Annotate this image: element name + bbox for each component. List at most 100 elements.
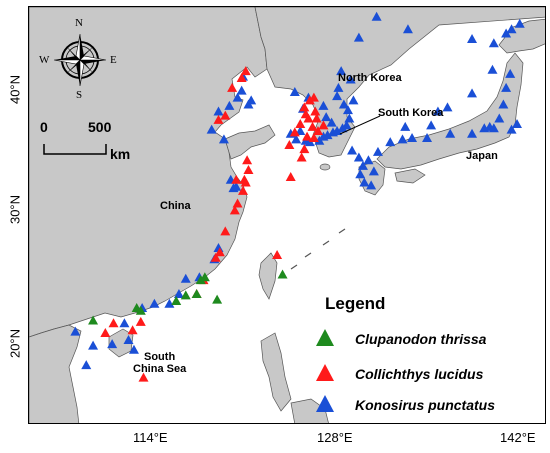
konosirus-marker	[512, 119, 523, 129]
konosirus-marker	[88, 340, 99, 350]
konosirus-marker	[321, 112, 332, 122]
collichthys-marker	[312, 126, 323, 136]
konosirus-marker	[180, 273, 191, 283]
label-japan: Japan	[466, 150, 498, 162]
collichthys-marker	[285, 171, 296, 181]
clupanodon-marker	[171, 295, 182, 305]
compass-e: E	[110, 54, 117, 66]
konosirus-marker	[467, 34, 478, 44]
collichthys-marker	[310, 106, 321, 116]
collichthys-marker	[242, 155, 253, 165]
collichthys-marker	[304, 95, 315, 105]
shandong-peninsula	[224, 124, 276, 160]
jeju-island	[319, 163, 331, 171]
konosirus-marker	[206, 124, 217, 134]
clupanodon-marker	[199, 272, 210, 282]
konosirus-marker	[494, 113, 505, 123]
y-tick-30: 30°N	[7, 194, 23, 225]
konosirus-marker	[402, 24, 413, 34]
map-canvas	[29, 7, 545, 423]
collichthys-marker	[100, 328, 111, 338]
konosirus-marker	[506, 24, 517, 34]
legend-clupanodon-icon	[316, 329, 334, 346]
collichthys-marker	[236, 73, 247, 83]
collichthys-marker	[220, 226, 231, 236]
japan-shikoku	[394, 168, 426, 184]
konosirus-marker	[353, 32, 364, 42]
konosirus-marker	[467, 128, 478, 138]
konosirus-marker	[501, 28, 512, 38]
compass-n: N	[75, 17, 83, 29]
konosirus-marker	[341, 120, 352, 130]
konosirus-marker	[355, 169, 366, 179]
taiwan	[258, 252, 278, 300]
konosirus-marker	[119, 318, 130, 328]
scale-max: 500	[88, 119, 112, 135]
label-south-china-sea: South China Sea	[133, 351, 187, 375]
south-korea-leader	[339, 115, 381, 135]
konosirus-marker	[332, 126, 343, 136]
scale-bar	[43, 144, 107, 155]
collichthys-marker	[272, 250, 283, 260]
clupanodon-marker	[88, 315, 99, 325]
ryukyu-chain	[290, 228, 346, 270]
konosirus-marker	[332, 91, 343, 101]
konosirus-marker	[218, 134, 229, 144]
collichthys-marker	[303, 113, 314, 123]
konosirus-marker	[400, 121, 411, 131]
clupanodon-marker	[191, 289, 202, 299]
konosirus-marker	[363, 155, 374, 165]
konosirus-marker	[344, 113, 355, 123]
luzon	[260, 332, 292, 412]
map-frame	[28, 6, 546, 424]
konosirus-marker	[232, 92, 243, 102]
konosirus-marker	[366, 180, 377, 190]
label-north-korea: North Korea	[338, 72, 402, 84]
konosirus-marker	[347, 145, 358, 155]
clupanodon-marker	[212, 294, 223, 304]
collichthys-marker	[308, 132, 319, 142]
collichthys-marker	[214, 247, 225, 257]
clupanodon-marker	[195, 275, 206, 285]
y-tick-20: 20°N	[7, 328, 23, 359]
konosirus-marker	[487, 64, 498, 74]
philippine-islands	[290, 398, 329, 423]
collichthys-marker	[229, 205, 240, 215]
konosirus-marker	[213, 106, 224, 116]
legend-item-collichthys: Collichthys lucidus	[355, 366, 484, 382]
collichthys-marker	[213, 114, 224, 124]
collichthys-marker	[127, 325, 138, 335]
x-tick-142: 142°E	[500, 430, 536, 445]
konosirus-marker	[357, 160, 368, 170]
collichthys-marker	[243, 165, 254, 175]
collichthys-marker	[231, 174, 242, 184]
legend-collichthys-icon	[316, 364, 334, 381]
collichthys-marker	[284, 139, 295, 149]
konosirus-marker	[432, 106, 443, 116]
konosirus-marker	[123, 335, 134, 345]
collichthys-marker	[227, 82, 238, 92]
collichthys-marker	[108, 318, 119, 328]
konosirus-marker	[107, 339, 118, 349]
konosirus-marker	[368, 166, 379, 176]
konosirus-marker	[498, 99, 509, 109]
collichthys-marker	[220, 110, 231, 120]
konosirus-marker	[488, 38, 499, 48]
konosirus-marker	[442, 102, 453, 112]
konosirus-marker	[445, 128, 456, 138]
collichthys-marker	[289, 127, 300, 137]
legend-item-clupanodon: Clupanodon thrissa	[355, 331, 487, 347]
collichthys-marker	[210, 252, 221, 262]
collichthys-marker	[135, 316, 146, 326]
collichthys-marker	[295, 119, 306, 129]
konosirus-marker	[224, 100, 235, 110]
konosirus-marker	[336, 66, 347, 76]
konosirus-marker	[426, 120, 437, 130]
konosirus-marker	[337, 123, 348, 133]
konosirus-marker	[505, 68, 516, 78]
konosirus-marker	[128, 344, 139, 354]
konosirus-marker	[353, 152, 364, 162]
collichthys-marker	[240, 66, 251, 76]
indochina	[29, 324, 82, 423]
scale-unit: km	[110, 146, 131, 162]
